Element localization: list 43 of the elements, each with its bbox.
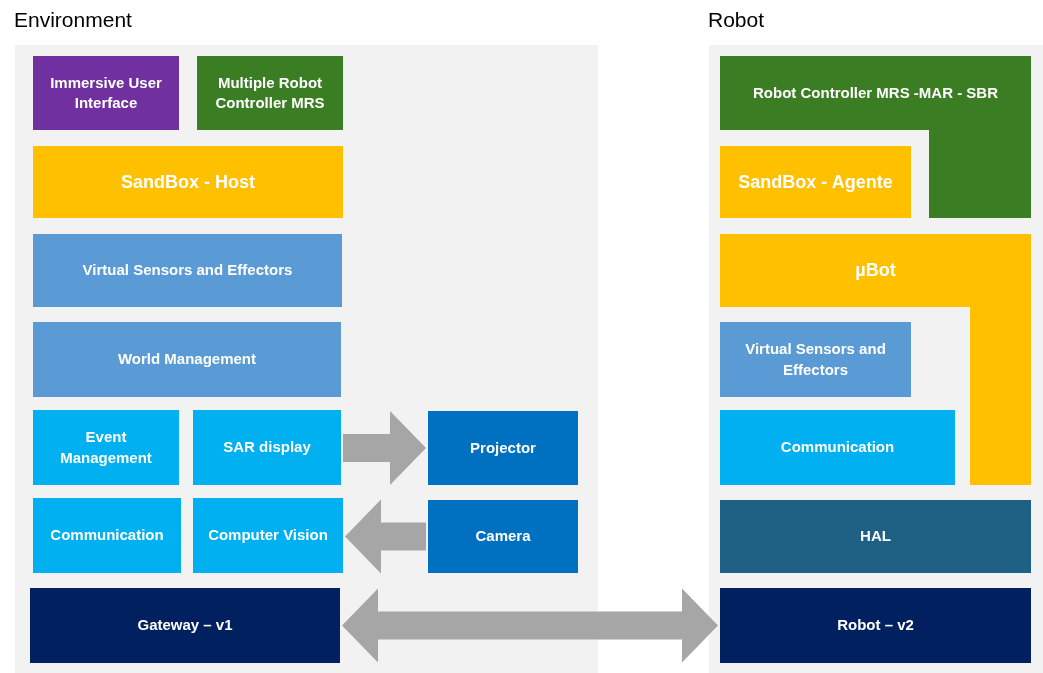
block-label: Communication [49, 525, 165, 546]
layer-block [33, 498, 181, 573]
l-shaped-block [720, 234, 1031, 485]
block-label: Robot – v2 [836, 615, 915, 636]
layer-block [33, 234, 342, 307]
block-arrow [345, 499, 426, 574]
block-label: Gateway – v1 [136, 615, 234, 636]
layer-block [720, 410, 955, 485]
layer-block [428, 500, 578, 573]
block-arrow [343, 411, 426, 485]
block-label: Multiple Robot Controller MRS [214, 72, 326, 113]
layer-block [193, 410, 341, 485]
layer-block [33, 146, 343, 218]
block-label: Camera [474, 526, 532, 547]
block-label: HAL [859, 526, 892, 547]
layer-block [720, 588, 1031, 663]
block-label: SandBox - Agente [737, 170, 894, 194]
block-label: Immersive User Interface [49, 72, 163, 113]
block-label: Projector [469, 437, 537, 458]
layer-block [30, 588, 340, 663]
layer-block [33, 322, 341, 397]
layer-block [720, 146, 911, 218]
block-label: µBot [854, 259, 897, 283]
block-label: Virtual Sensors and Effectors [81, 260, 294, 281]
block-label: Communication [779, 437, 896, 458]
block-label: Computer Vision [207, 525, 329, 546]
layer-block [33, 56, 179, 130]
block-label: SAR display [222, 437, 312, 458]
layer-block [193, 498, 343, 573]
block-label: SandBox - Host [120, 170, 256, 194]
block-label: Virtual Sensors and Effectors [744, 339, 887, 380]
layer-block [720, 500, 1031, 573]
layer-block [720, 322, 911, 397]
block-arrow [342, 588, 718, 663]
panel-heading: Environment [14, 7, 132, 33]
layer-block [197, 56, 343, 130]
layer-block [33, 410, 179, 485]
block-label: Event Management [59, 427, 153, 468]
panel-heading: Robot [708, 7, 765, 33]
block-label: Robot Controller MRS -MAR - SBR [752, 82, 999, 103]
block-label: World Management [116, 349, 258, 370]
layer-block [428, 411, 578, 485]
l-shaped-block [720, 56, 1031, 218]
